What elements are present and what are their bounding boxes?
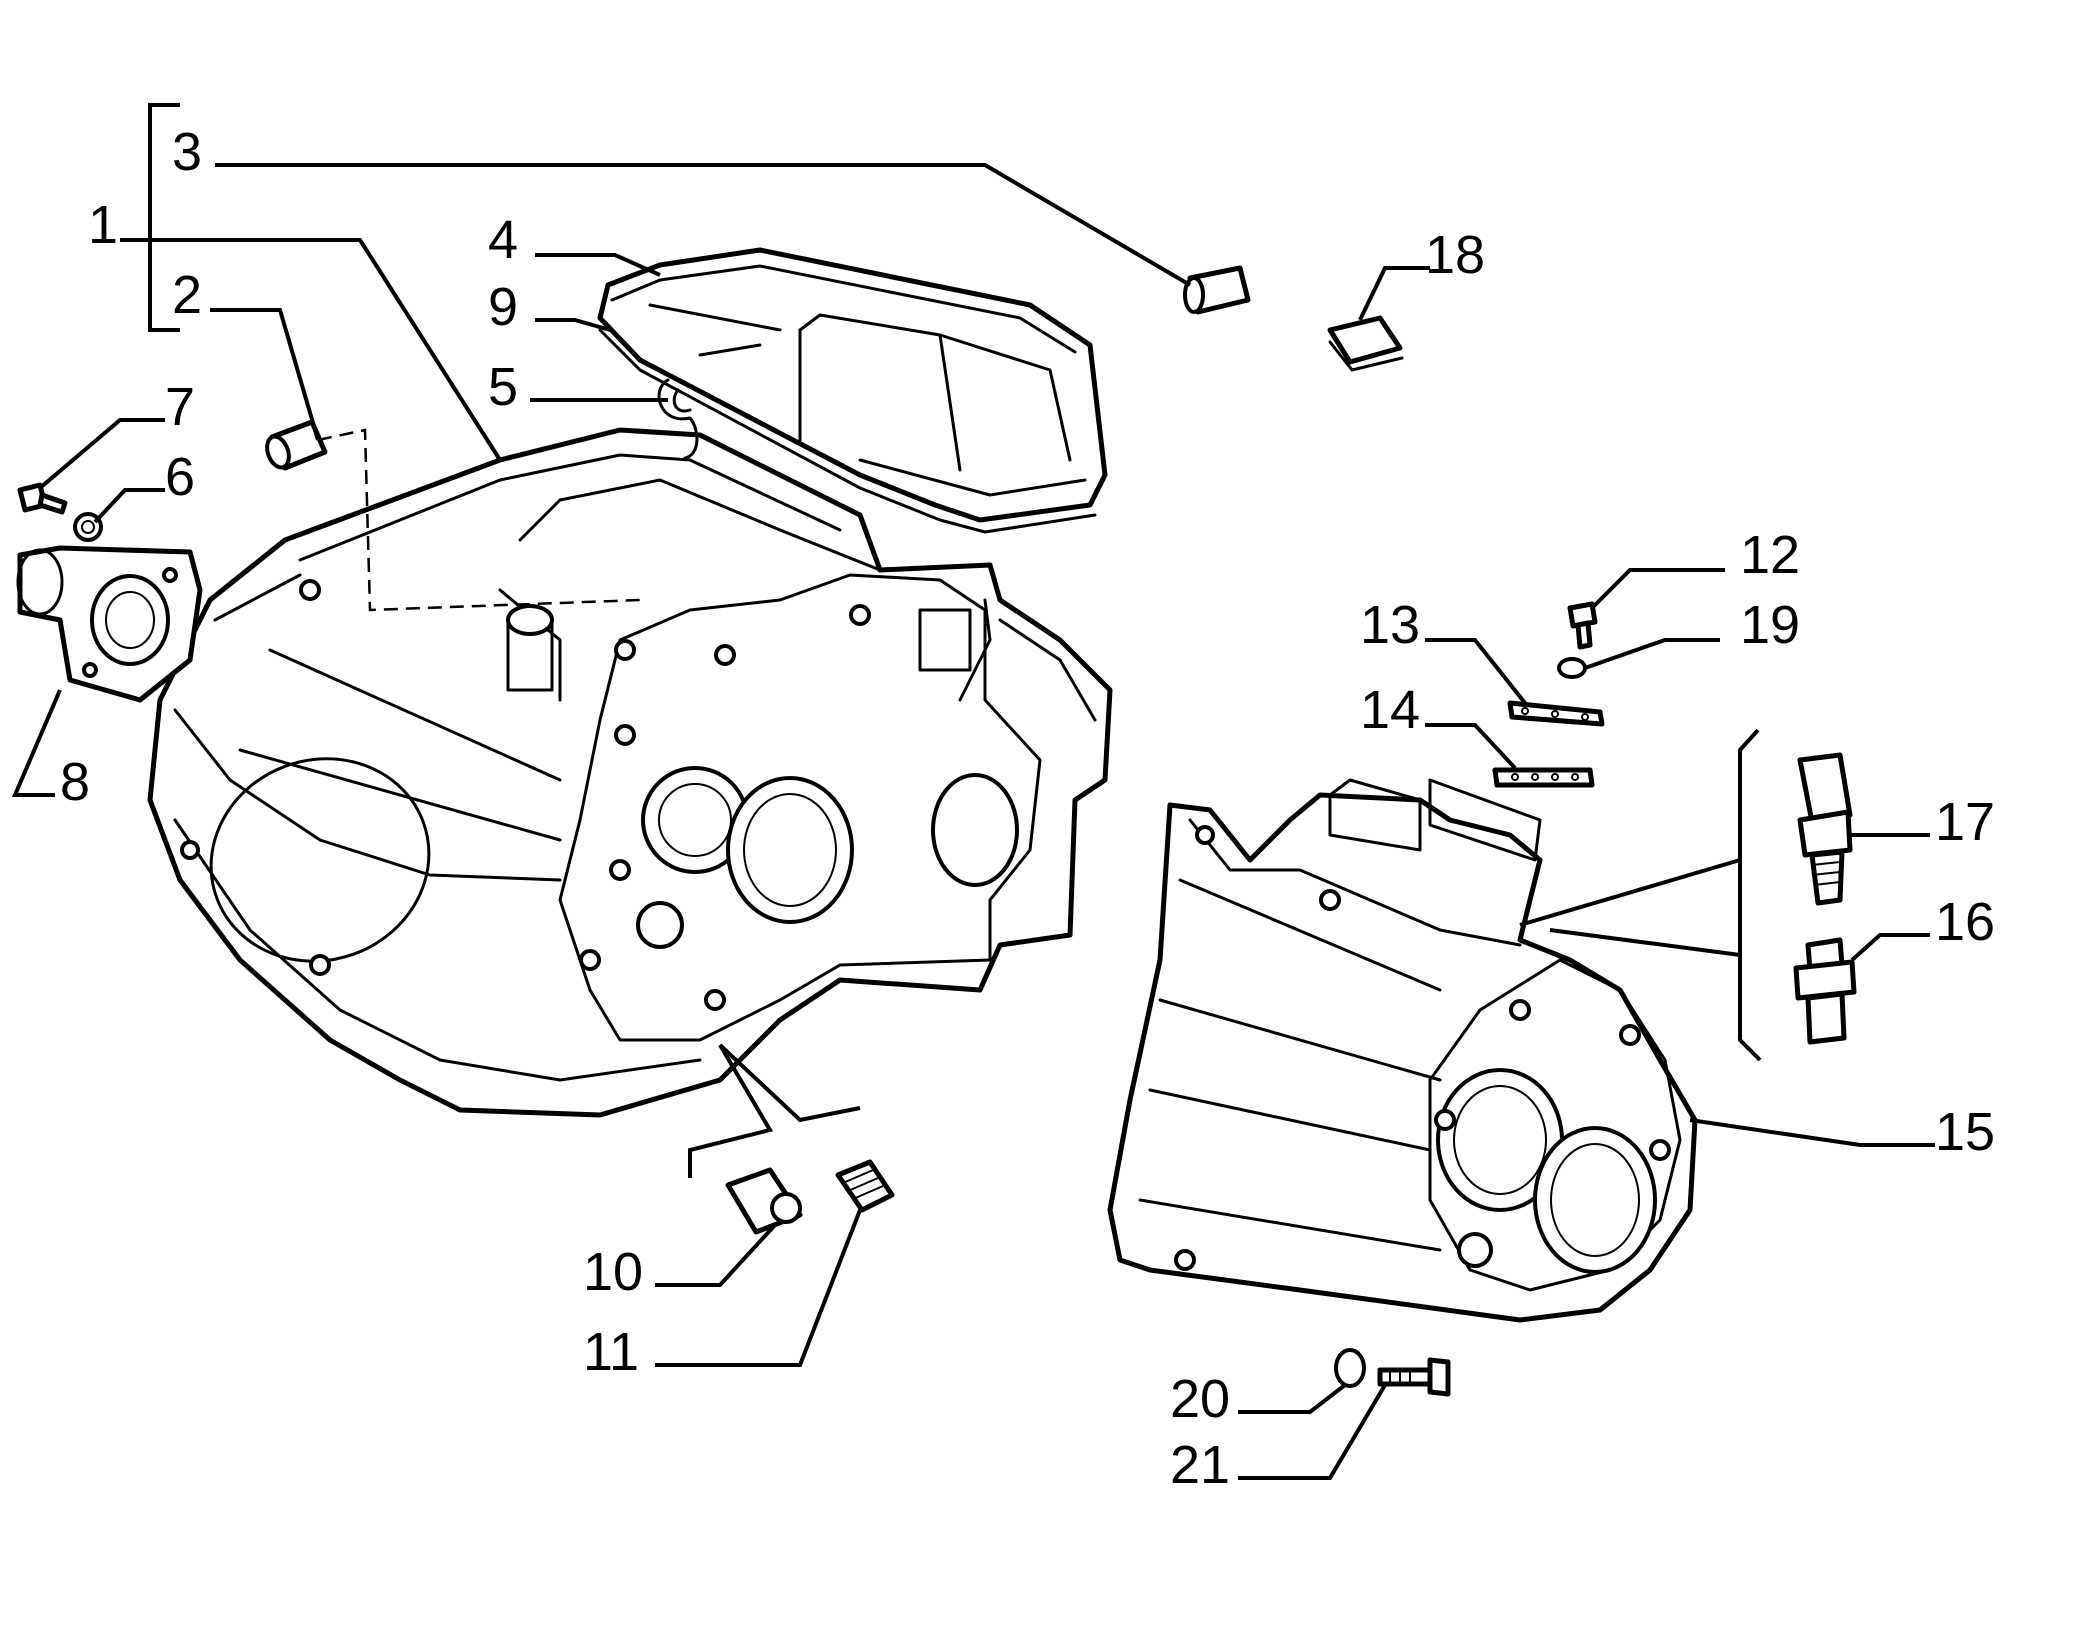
callout-12: 12 [1740, 525, 1800, 585]
callout-10: 10 [583, 1242, 643, 1302]
washer-right-part [1557, 657, 1587, 679]
callout-9: 9 [488, 277, 518, 337]
callout-15: 15 [1935, 1102, 1995, 1162]
rubber-pad-part [1327, 315, 1404, 372]
dowel-pin-upper-part [1183, 265, 1251, 315]
washer-bottom-part [1334, 1348, 1366, 1388]
callout-1: 1 [88, 195, 118, 255]
clip-part [657, 378, 699, 460]
plate-13-part [1507, 700, 1605, 727]
bolt-part [17, 482, 68, 515]
callout-6: 6 [165, 447, 195, 507]
sensor-part [1797, 752, 1853, 906]
rear-housing-part [1107, 778, 1698, 1323]
small-bolt-part [1567, 601, 1598, 650]
dowel-pin-part [265, 419, 328, 471]
callout-21: 21 [1170, 1435, 1230, 1495]
callout-4: 4 [488, 210, 518, 270]
callout-13: 13 [1360, 595, 1420, 655]
callout-8: 8 [60, 752, 90, 812]
callout-19: 19 [1740, 595, 1800, 655]
callout-5: 5 [488, 357, 518, 417]
sleeve-part [725, 1167, 803, 1235]
bolt-bottom-part [1377, 1357, 1451, 1397]
callout-3: 3 [172, 122, 202, 182]
callout-14: 14 [1360, 680, 1420, 740]
callout-20: 20 [1170, 1369, 1230, 1429]
callout-18: 18 [1425, 225, 1485, 285]
callout-17: 17 [1935, 792, 1995, 852]
callout-labels: 1 2 3 4 5 6 7 8 9 10 11 12 13 14 15 16 1… [60, 122, 1995, 1495]
callout-11: 11 [583, 1322, 639, 1382]
bearing-seal-part [16, 545, 203, 703]
callout-16: 16 [1935, 892, 1995, 952]
threaded-fitting-part [1793, 937, 1857, 1045]
top-cover-part [597, 247, 1108, 534]
callout-7: 7 [165, 377, 195, 437]
clutch-housing-part [147, 427, 1113, 1118]
plate-14-part [1492, 767, 1595, 788]
threaded-plug-part [835, 1159, 895, 1213]
leader-lines [11, 103, 1935, 1480]
callout-2: 2 [172, 265, 202, 325]
